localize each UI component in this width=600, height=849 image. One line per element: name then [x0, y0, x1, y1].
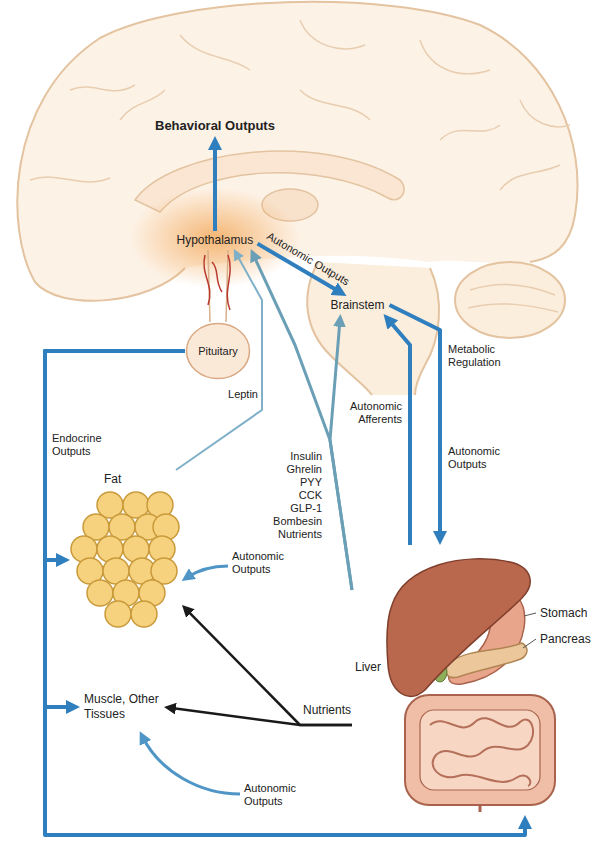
signal-label: Nutrients — [266, 528, 322, 541]
brainstem-fill — [307, 262, 439, 395]
arrow-connector — [213, 143, 217, 231]
gyrus — [120, 90, 165, 120]
arrow-connector — [45, 351, 185, 560]
region-name: Brainstem — [331, 298, 386, 312]
leader-line — [524, 613, 536, 616]
gland-name: Pituitary — [198, 345, 238, 358]
arrow-connector — [45, 351, 525, 835]
gyrus — [300, 20, 365, 49]
tissue-group: Muscle, Other Tissues — [80, 690, 164, 724]
signal-label: Ghrelin — [266, 463, 322, 476]
fat-cell — [87, 580, 113, 606]
brain-region: Brainstem — [327, 296, 390, 314]
digestive-organs: Liver StomachPancreas — [352, 545, 598, 815]
pathway-label: Autonomic Outputs — [244, 782, 306, 808]
small-intestine-area — [420, 710, 540, 790]
signal-label: Insulin — [266, 450, 322, 463]
organ-name: Stomach — [540, 606, 587, 620]
tissue-name: Fat — [104, 472, 121, 486]
gyrus — [30, 177, 110, 182]
cerebellum — [455, 262, 565, 338]
digestive-organs-art — [387, 559, 555, 812]
vessel — [227, 255, 230, 310]
vessel — [212, 262, 222, 292]
cerebrum-outline — [17, 2, 577, 301]
gyrus — [180, 35, 250, 70]
rectum — [479, 805, 482, 812]
portal-vessels — [204, 255, 230, 310]
edge-label: Autonomic Outputs — [264, 230, 351, 289]
gland-shape — [187, 324, 250, 379]
pathway-label: Metabolic Regulation — [448, 343, 514, 369]
gyrus — [420, 40, 490, 74]
region-name: Hypothalamus — [177, 233, 254, 247]
small-intestine — [430, 718, 533, 786]
cerebrum-fill — [17, 2, 577, 301]
arrow-connector — [176, 254, 262, 470]
brain-region: Hypothalamus — [173, 231, 258, 249]
arrow-connector — [388, 319, 410, 545]
gyrus — [440, 125, 500, 140]
brain — [17, 2, 577, 395]
edge-label: Leptin — [222, 388, 258, 401]
liver — [387, 559, 530, 697]
tissue-name: Muscle, Other Tissues — [84, 692, 160, 722]
cerebellum-folia — [468, 304, 558, 312]
leader-line — [523, 639, 536, 648]
arrow-connector — [45, 351, 185, 707]
pathway-label: Autonomic Outputs — [232, 550, 294, 576]
signal-label: CCK — [266, 489, 322, 502]
edge-label: Nutrients — [303, 704, 351, 717]
autonomic-arrow — [186, 566, 228, 578]
edge-label: Autonomic Outputs — [448, 445, 512, 471]
signal-label: Bombesin — [266, 515, 322, 528]
gyrus — [520, 100, 570, 127]
colon — [405, 695, 555, 805]
vessel — [204, 255, 210, 305]
signal-label: GLP-1 — [266, 502, 322, 515]
arrow-connector — [330, 320, 352, 590]
organ-name: Liver — [355, 660, 381, 674]
brainstem-outline — [415, 268, 439, 395]
edge-label: Endocrine Outputs — [52, 432, 114, 458]
pituitary-gland: Pituitary — [185, 322, 251, 380]
output-label: Behavioral Outputs — [151, 116, 279, 136]
output-text: Behavioral Outputs — [155, 118, 275, 134]
organ-name: Pancreas — [540, 632, 591, 646]
fat-cell — [131, 601, 157, 627]
signal-label: PYY — [266, 476, 322, 489]
fat-cells — [71, 492, 179, 627]
fat-tissue: Fat — [70, 470, 182, 630]
pituitary-stalk — [208, 250, 228, 322]
gyrus — [70, 85, 135, 91]
fat-cell — [105, 601, 131, 627]
gyrus — [300, 90, 370, 120]
arrow-connector — [186, 609, 352, 725]
cerebellum-folia — [470, 285, 555, 295]
edge-label: Autonomic Afferents — [346, 400, 402, 426]
autonomic-arrow — [142, 736, 240, 794]
gyrus — [500, 165, 560, 190]
